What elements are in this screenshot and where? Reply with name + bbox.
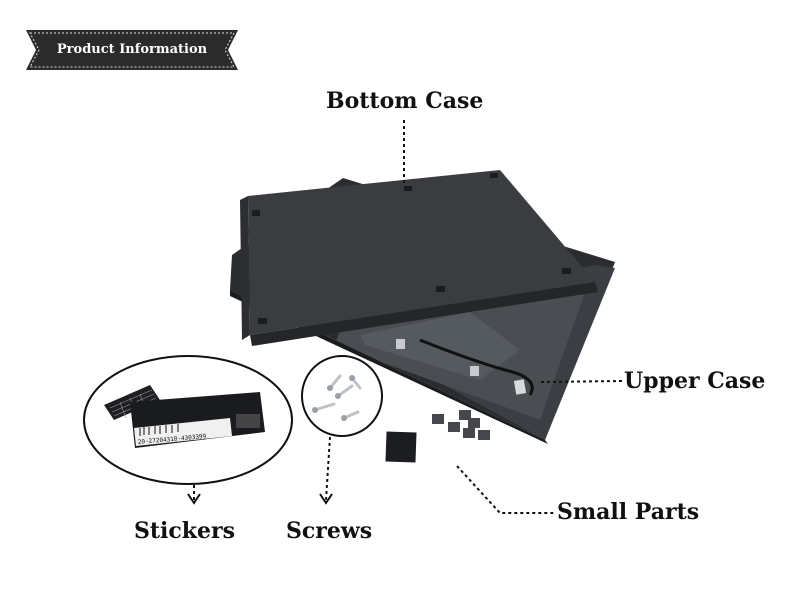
stickers-callout: 20-27204318-4303399 <box>83 355 293 485</box>
leader-small-parts <box>456 465 556 514</box>
small-parts-group <box>385 410 490 463</box>
product-info-banner <box>26 30 238 70</box>
arrowhead-stickers <box>187 493 201 505</box>
screws-callout <box>301 355 383 437</box>
label-bottom-case: Bottom Case <box>326 88 484 114</box>
leader-screws <box>325 436 331 501</box>
bottom-case-shell <box>240 170 598 346</box>
label-screws: Screws <box>286 518 373 544</box>
leader-arrowheads <box>187 493 333 505</box>
label-upper-case: Upper Case <box>624 368 766 394</box>
leader-upper-case <box>540 380 623 383</box>
arrowhead-screws <box>319 493 333 505</box>
leader-lines <box>193 120 623 514</box>
label-small-parts: Small Parts <box>557 499 700 525</box>
banner-title: Product Information <box>56 42 208 57</box>
label-stickers: Stickers <box>134 518 236 544</box>
